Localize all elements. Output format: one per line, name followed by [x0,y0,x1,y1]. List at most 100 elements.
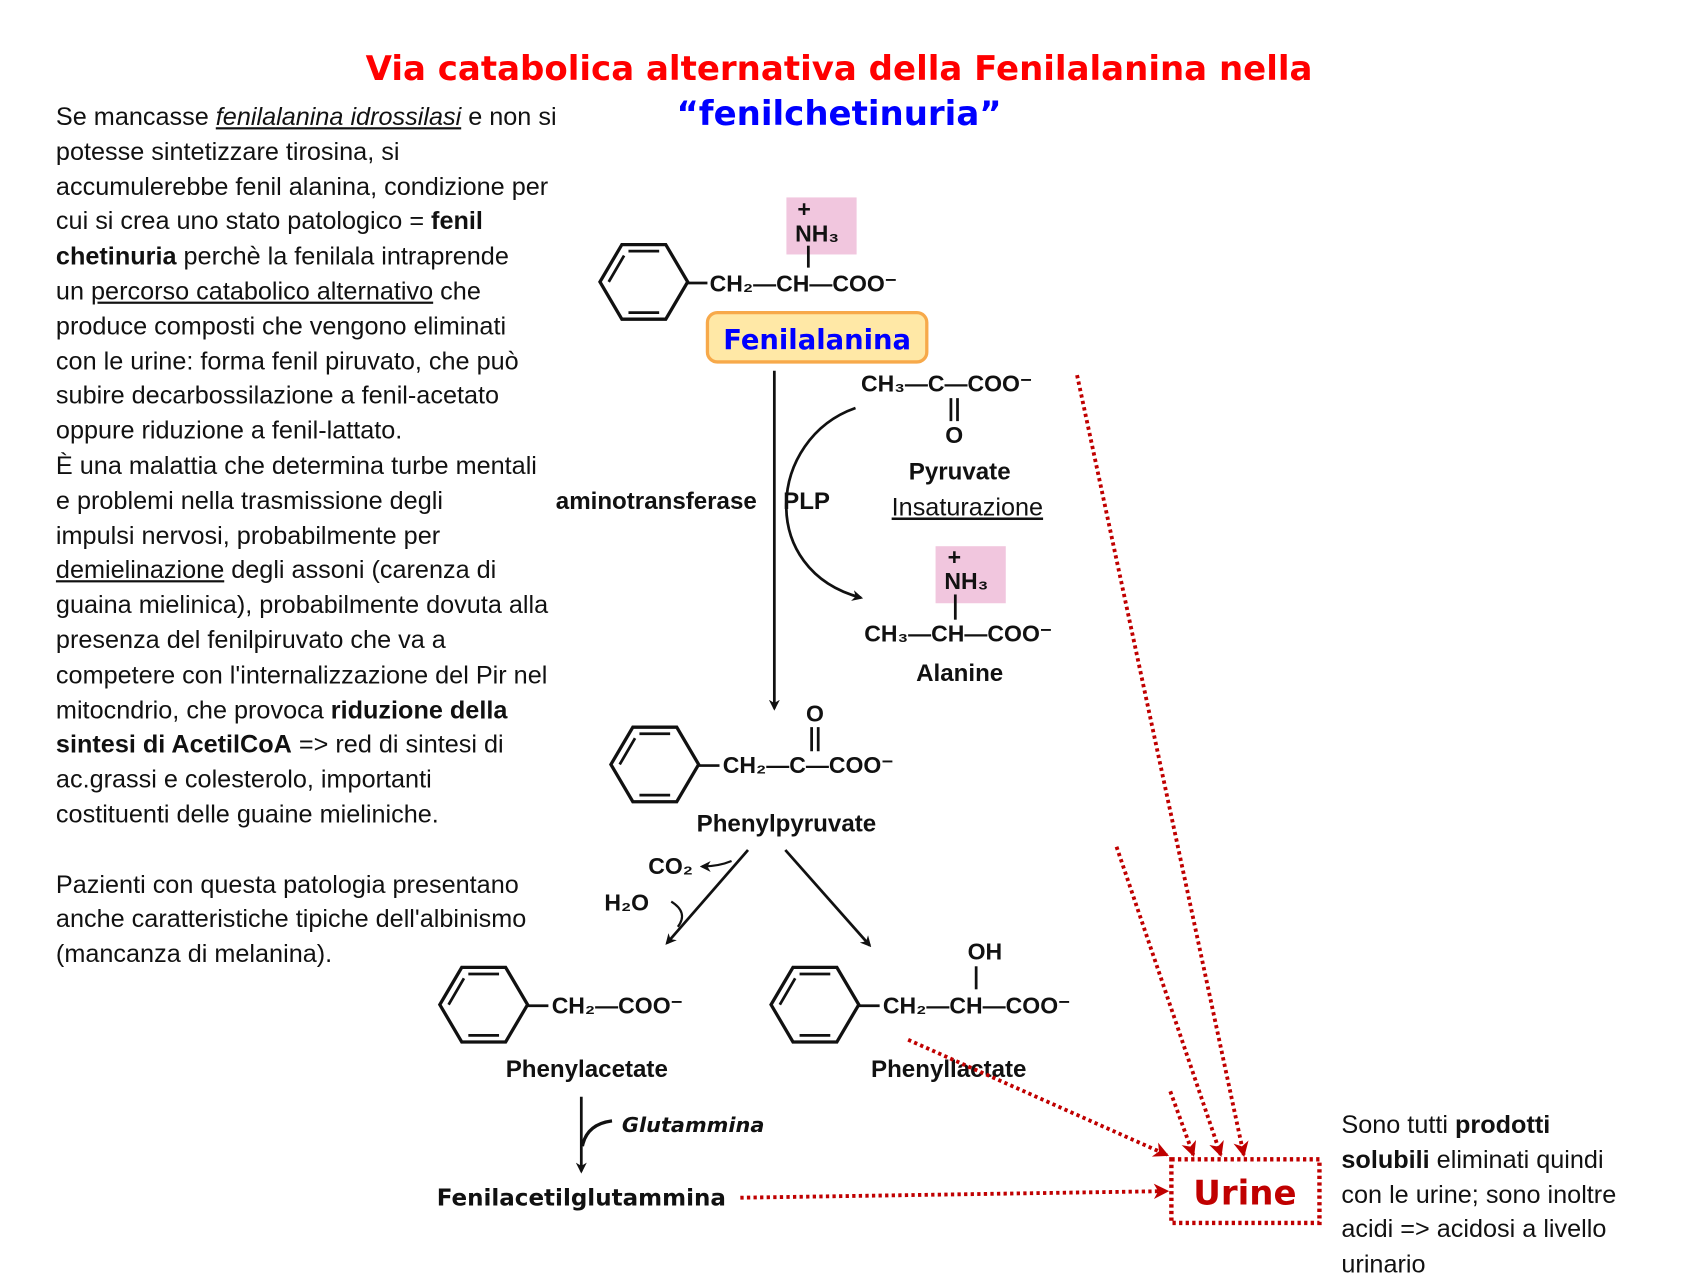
transamination-curve-arrow [784,406,864,601]
text-segment: costituenti delle guaine mieliniche. [55,799,439,829]
text-segment: eliminati quindi [1429,1144,1604,1174]
text-segment: acidi => acidosi a livello [1341,1214,1607,1244]
phenyllactate-chain: CH₂—CH—COO⁻ [883,992,1070,1018]
phenylpyruvate-oxygen: O [806,701,824,727]
text-line: sintesi di AcetilCoA => red di sintesi d… [56,728,648,763]
reduction-arrow [784,849,872,948]
text-segment: un [55,276,92,305]
text-line: acidi => acidosi a livello [1341,1212,1692,1247]
text-line: Sono tutti prodotti [1341,1108,1692,1143]
title-line-1: Via catabolica alternativa della Fenilal… [366,49,1313,89]
text-line: oppure riduzione a fenil-lattato. [56,414,648,449]
phenylpyruvate-label: Phenylpyruvate [697,810,877,837]
text-line: (mancanza di melanina). [56,937,648,972]
text-segment: subire decarbossilazione a fenil-acetato [55,381,500,410]
text-line: potesse sintetizzare tirosina, si [56,135,648,170]
charge-plus: + [797,196,810,222]
text-line: È una malattia che determina turbe menta… [56,449,648,484]
benzene-ring [598,242,690,321]
text-line: un percorso catabolico alternativo che [56,274,648,309]
text-line: subire decarbossilazione a fenil-acetato [56,379,648,414]
text-segment: oppure riduzione a fenil-lattato. [55,415,403,445]
text-segment: guaina mielinica), probabilmente dovuta … [55,590,549,619]
nh3-group: NH₃ [944,568,988,594]
text-segment: e non si [461,102,557,131]
text-segment: presenza del fenilpiruvato che va a [55,625,446,654]
text-segment: con le urine; sono inoltre [1341,1179,1617,1209]
cofactor-label: PLP [783,488,830,515]
text-segment: Pazienti con questa patologia presentano [55,869,519,898]
phenyllactate-label: Phenyllactate [871,1056,1026,1083]
text-line: e problemi nella trasmissione degli [56,483,648,518]
text-segment: con le urine: forma fenil piruvato, che … [55,346,519,375]
text-line: produce composti che vengono eliminati [56,309,648,344]
text-segment: che [433,276,481,305]
text-line: anche caratteristiche tipiche dell'albin… [56,902,648,937]
text-segment: Se mancasse [55,102,216,131]
text-line: urinario [1341,1247,1692,1282]
alanine-label: Alanine [916,660,1003,687]
urine-arrows [740,374,1249,1200]
text-segment: ac.grassi e colesterolo, importanti [55,764,432,794]
benzene-ring [609,725,701,804]
text-line: con le urine; sono inoltre [1341,1178,1692,1213]
text-segment: sintesi di AcetilCoA [55,729,292,759]
urine-box [1169,1157,1322,1226]
text-segment: fenil [431,206,483,236]
text-segment: potesse sintetizzare tirosina, si [55,136,400,166]
urine-label: Urine [1193,1173,1296,1213]
text-line: ac.grassi e colesterolo, importanti [56,762,648,797]
phe-chain: CH₂—CH—COO⁻ [710,271,897,297]
nh3-highlight [935,546,1006,604]
explanation-text: Se mancasse fenilalanina idrossilasi e n… [56,100,648,972]
title-line-2: “fenilchetinuria” [676,94,1001,134]
nh3-group: NH₃ [795,220,839,246]
decarboxylation-arrow [665,849,750,945]
text-line: guaina mielinica), probabilmente dovuta … [56,588,648,623]
text-segment: produce composti che vengono eliminati [55,311,507,340]
phenylpyruvate-chain: CH₂—C—COO⁻ [723,752,894,778]
text-segment: percorso catabolico alternativo [91,276,434,305]
phenylacetate-chain: CH₂—COO⁻ [552,992,683,1018]
text-segment: cui si crea uno stato patologico = [55,206,432,236]
pyruvate-oxygen: O [945,422,963,448]
text-segment: fenilalanina idrossilasi [215,102,462,131]
text-line: chetinuria perchè la fenilala intraprend… [56,239,648,274]
hydroxyl-group: OH [968,939,1003,965]
pyruvate-label: Pyruvate [909,458,1011,485]
text-segment: È una malattia che determina turbe menta… [55,450,537,480]
text-segment: degli assoni (carenza di [224,555,497,584]
fenilalanina-label: Fenilalanina [723,325,911,356]
text-segment: perchè la fenilala intraprende [176,241,509,271]
text-line: cui si crea uno stato patologico = fenil [56,204,648,239]
text-segment: impulsi nervosi, probabilmente per [55,520,441,550]
text-segment: anche caratteristiche tipiche dell'albin… [55,904,527,933]
text-segment: mitocndrio, che provoca [55,694,331,724]
fenilalanina-label-box [705,310,929,364]
fenilacetilglutammina-label: Fenilacetilglutammina [437,1185,726,1211]
text-line: accumulerebbe fenil alanina, condizione … [56,170,648,205]
phenylacetate-label: Phenylacetate [506,1056,668,1083]
benzene-ring [769,965,861,1044]
text-segment: chetinuria [55,241,177,271]
text-segment: riduzione della [330,694,508,724]
text-segment: => red di sintesi di [291,729,504,759]
nh3-highlight [786,197,857,255]
text-line [56,832,648,867]
enzyme-label: aminotransferase [556,488,757,515]
text-line: impulsi nervosi, probabilmente per [56,518,648,553]
phenylalanine-structure: + NH₃ CH₂—CH—COO⁻ [598,196,897,321]
text-line: presenza del fenilpiruvato che va a [56,623,648,658]
text-segment: accumulerebbe fenil alanina, condizione … [55,171,549,201]
pyruvate-chain: CH₃—C—COO⁻ [861,371,1032,397]
text-line: mitocndrio, che provoca riduzione della [56,693,648,728]
text-line: demielinazione degli assoni (carenza di [56,553,648,588]
text-segment: competere con l'internalizzazione del Pi… [55,659,548,689]
text-line: Se mancasse fenilalanina idrossilasi e n… [56,100,648,135]
text-segment: demielinazione [55,555,225,584]
text-line: con le urine: forma fenil piruvato, che … [56,344,648,379]
text-segment: Sono tutti [1341,1109,1455,1139]
text-segment: urinario [1341,1249,1426,1278]
